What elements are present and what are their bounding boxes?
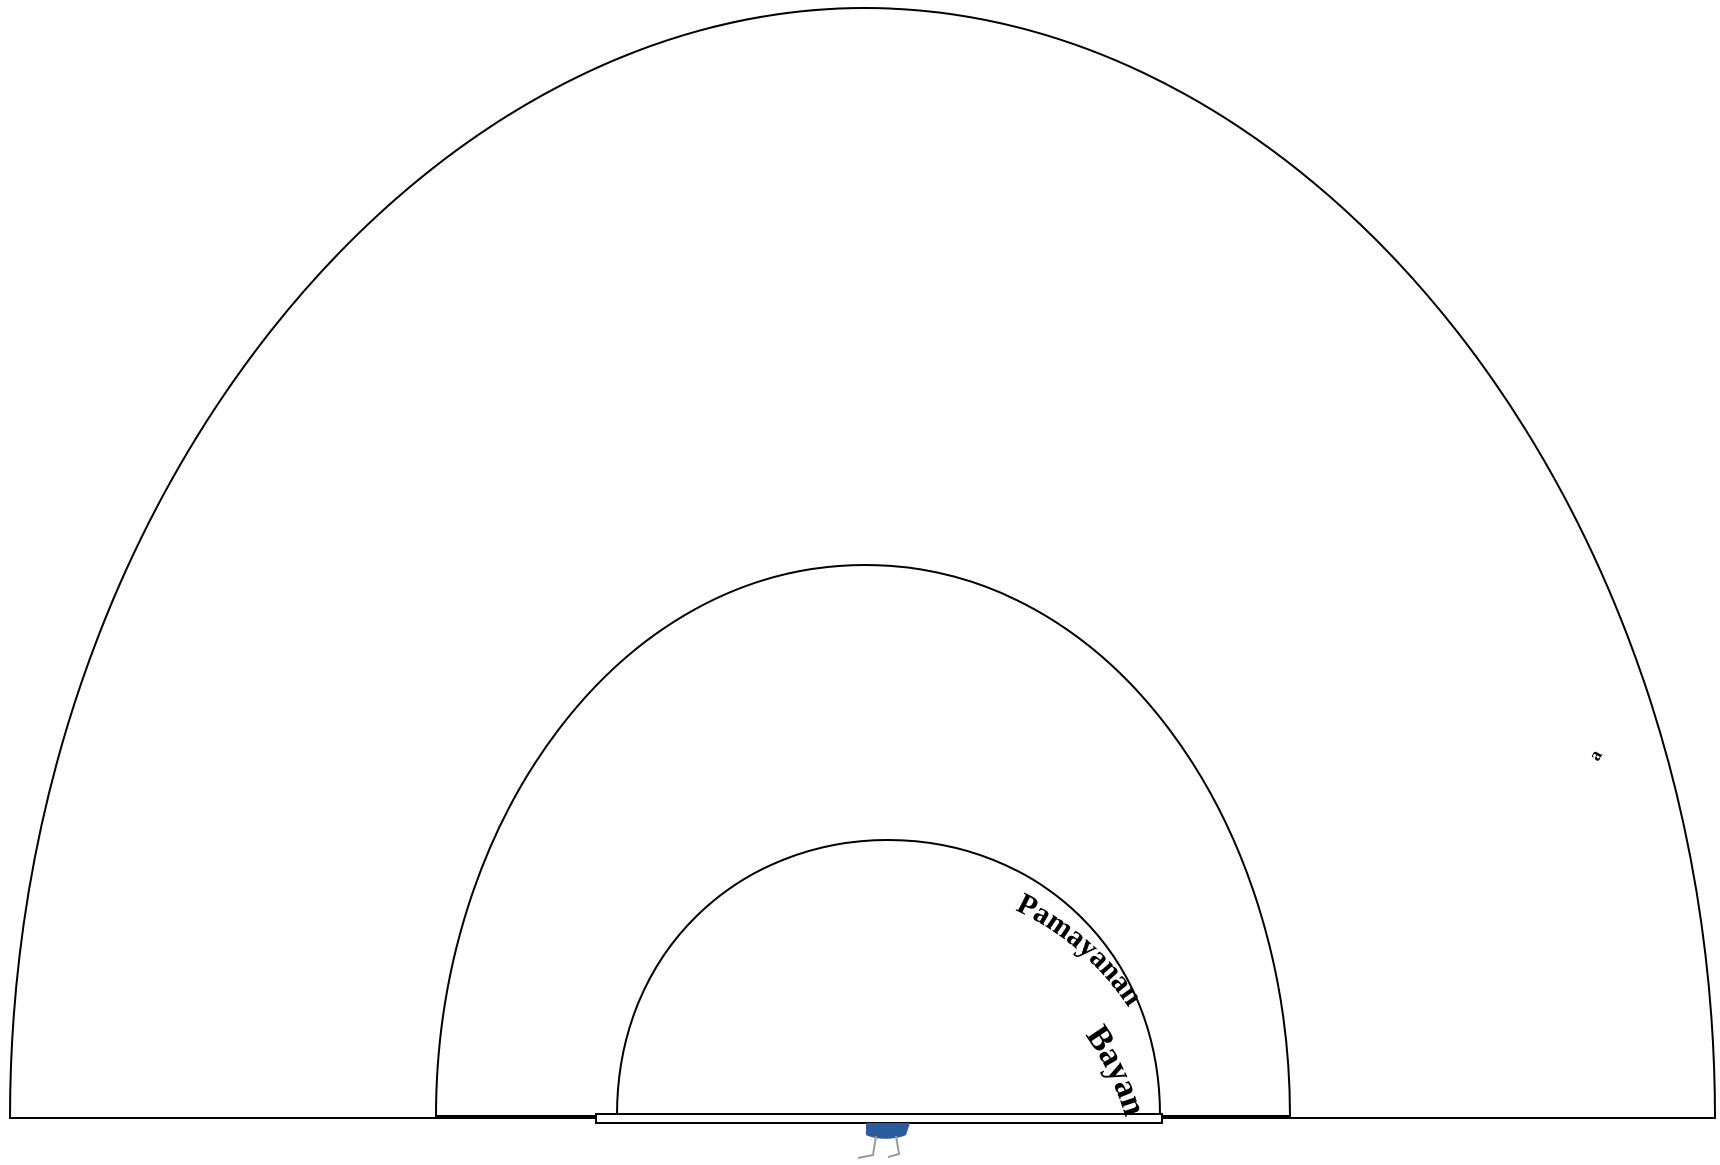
inner-base-strip bbox=[595, 1113, 1163, 1124]
figure-body-shape bbox=[866, 1123, 910, 1139]
outer-arc bbox=[8, 6, 1717, 1119]
person-figure-icon bbox=[857, 1123, 910, 1159]
inner-arc bbox=[615, 838, 1162, 1116]
figure-legs-shape bbox=[857, 1135, 901, 1159]
